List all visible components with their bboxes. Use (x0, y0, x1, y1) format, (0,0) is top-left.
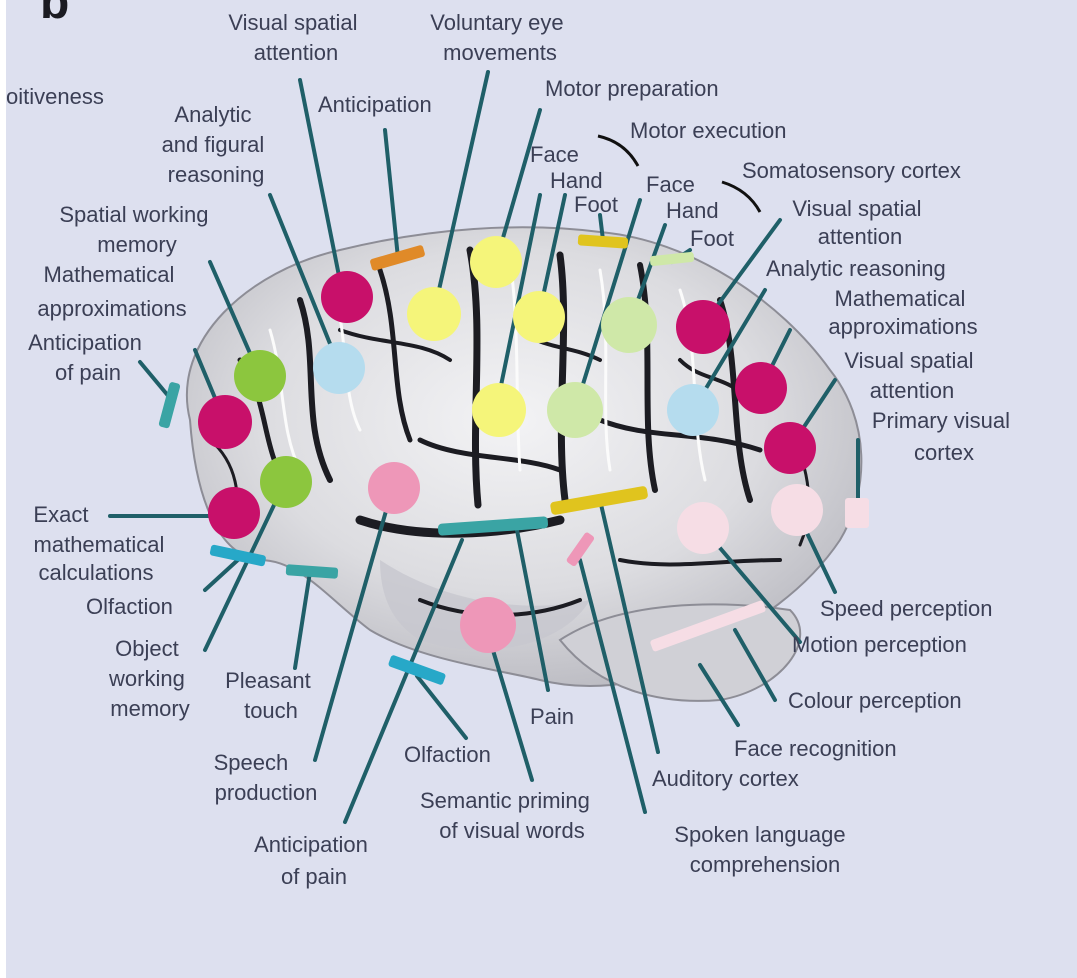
spot-visual-spatial-attention-right (676, 300, 730, 354)
spot-somato-face (547, 382, 603, 438)
somatosensory-bracket (722, 182, 760, 212)
spot-motor-preparation (470, 236, 522, 288)
spot-speech-production (368, 462, 420, 514)
label-analytic-reasoning: Analytic reasoning (766, 256, 946, 281)
label-somato-foot: Foot (690, 226, 734, 251)
label-semantic-priming: Semantic priming of visual words (420, 788, 596, 843)
spot-mathematical-approximations-right (735, 362, 787, 414)
spot-visual-spatial-attention-top (321, 271, 373, 323)
label-somatosensory-cortex: Somatosensory cortex (742, 158, 961, 183)
spot-motor-face (472, 383, 526, 437)
spot-spatial-working-memory (234, 350, 286, 402)
label-motor-face: Face (530, 142, 579, 167)
label-motor-hand: Hand (550, 168, 603, 193)
spot-analytic-figural-reasoning (313, 342, 365, 394)
spot-object-working-memory (260, 456, 312, 508)
label-olfaction-bottom: Olfaction (404, 742, 491, 767)
label-primary-visual-cortex: Primary visual cortex (872, 408, 1016, 465)
label-speed-perception: Speed perception (820, 596, 992, 621)
label-auditory-cortex: Auditory cortex (652, 766, 799, 791)
spot-voluntary-eye-movements (407, 287, 461, 341)
label-pain: Pain (530, 704, 574, 729)
spot-exact-mathematical-calculations (208, 487, 260, 539)
label-colour-perception: Colour perception (788, 688, 962, 713)
spot-speed-perception (771, 484, 823, 536)
panel-letter: b (40, 0, 69, 29)
bar-primary-visual-cortex (845, 498, 869, 528)
spot-mathematical-approximations-left (198, 395, 252, 449)
label-anticipation-of-pain-bottom: Anticipation of pain (254, 832, 374, 889)
label-somato-face: Face (646, 172, 695, 197)
label-anticipation-of-pain-left: Anticipation of pain (28, 330, 148, 385)
spot-analytic-reasoning (667, 384, 719, 436)
label-speech-production: Speech production (214, 750, 318, 805)
label-pleasant-touch: Pleasant touch (225, 668, 317, 723)
spot-somato-hand (601, 297, 657, 353)
spot-visual-spatial-attention-lower (764, 422, 816, 474)
label-mathematical-approximations-right: Mathematical approximations (828, 286, 977, 339)
label-cognitive-competitiveness: oitiveness (6, 84, 104, 109)
label-anticipation: Anticipation (318, 92, 432, 117)
label-spoken-language-comprehension: Spoken language comprehension (674, 822, 851, 877)
label-motor-foot: Foot (574, 192, 618, 217)
label-somato-hand: Hand (666, 198, 719, 223)
label-analytic-figural-reasoning: Analytic and figural reasoning (162, 102, 271, 187)
label-spatial-working-memory: Spatial working memory (59, 202, 214, 257)
label-visual-spatial-attention-lower: Visual spatial attention (844, 348, 979, 403)
label-visual-spatial-attention-top: Visual spatial attention (228, 10, 363, 65)
bar-olfaction-bottom (388, 654, 447, 685)
label-motor-execution: Motor execution (630, 118, 787, 143)
label-voluntary-eye-movements: Voluntary eye movements (430, 10, 569, 65)
label-object-working-memory: Object working memory (108, 636, 191, 721)
spot-semantic-priming (460, 597, 516, 653)
label-motor-preparation: Motor preparation (545, 76, 719, 101)
spot-motion-perception (677, 502, 729, 554)
label-olfaction-left: Olfaction (86, 594, 173, 619)
label-motion-perception: Motion perception (792, 632, 967, 657)
label-visual-spatial-attention-right: Visual spatial attention (792, 196, 927, 249)
spot-motor-hand (513, 291, 565, 343)
label-face-recognition: Face recognition (734, 736, 897, 761)
label-mathematical-approximations-left: Mathematical approximations (37, 262, 186, 321)
